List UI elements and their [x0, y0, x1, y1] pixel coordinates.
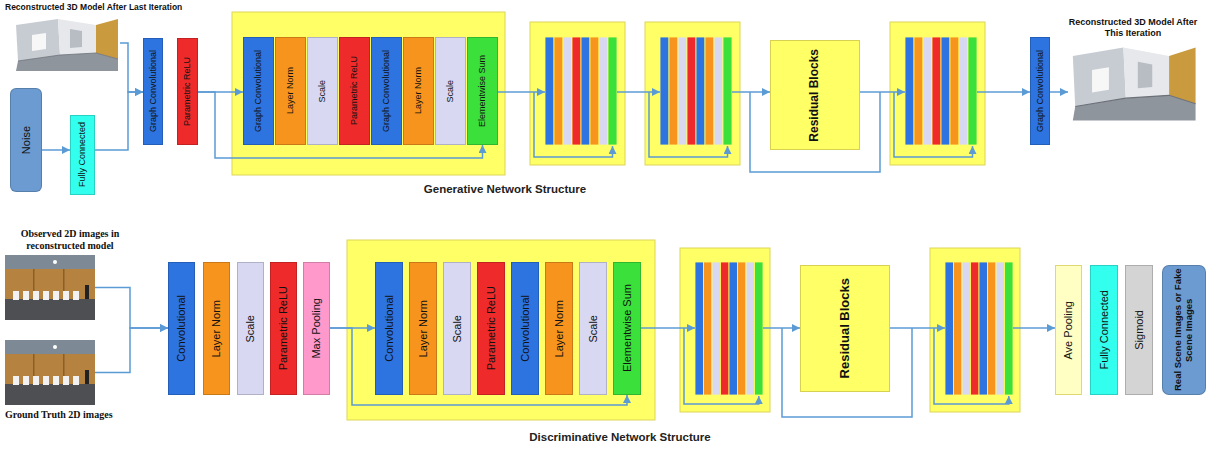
layer-label: Scale: [587, 315, 600, 343]
image-panel: Observed 2D images in reconstructed mode…: [5, 255, 95, 320]
layer-label: Graph Convolutional: [253, 50, 263, 132]
residual-block-frame: [232, 12, 505, 175]
residual-block: [530, 22, 625, 165]
layer-box: Graph Convolutional: [243, 37, 274, 145]
flow-wire: [977, 91, 1030, 93]
section-title: Discriminative Network Structure: [529, 431, 711, 443]
layer-box: Layer Norm: [403, 37, 434, 145]
layer-label: Convolutional: [175, 295, 188, 362]
layer-label: Convolutional: [383, 295, 396, 362]
layer-label: Elementwise Sum: [477, 55, 487, 127]
layer-label: Layer Norm: [285, 67, 295, 114]
layer-box: Scale: [579, 262, 607, 395]
layer-box: Fully Connected: [1090, 265, 1118, 395]
image-caption: Reconstructed 3D Model After Last Iterat…: [5, 3, 182, 13]
flow-arrow: [95, 288, 168, 329]
flow-wire: [1013, 327, 1055, 329]
flow-wire: [641, 327, 695, 329]
layer-label: Parametric ReLU: [485, 286, 498, 370]
residual-block-frame: [347, 240, 655, 420]
flow-wire: [732, 91, 770, 93]
flow-wire: [890, 327, 945, 329]
layer-box: Graph Convolutional: [143, 38, 163, 145]
scene-photo: [5, 340, 95, 405]
layer-box: Elementwise Sum: [467, 37, 498, 145]
layer-label: Layer Norm: [417, 300, 430, 357]
flow-arrow: [42, 149, 70, 151]
layer-box: Max Pooling: [303, 262, 330, 395]
layer-box: Scale: [443, 262, 471, 395]
flow-arrow: [1050, 91, 1068, 93]
layer-box: Parametric ReLU: [270, 262, 297, 395]
model-picture: [1068, 42, 1198, 122]
layer-box: Convolutional: [511, 262, 539, 395]
image-panel: Reconstructed 3D Model After This Iterat…: [1068, 42, 1198, 122]
layer-box: Scale: [307, 37, 338, 145]
layer-label: Layer Norm: [553, 300, 566, 357]
layer-box: Sigmoid: [1125, 265, 1153, 395]
layer-label: Convolutional: [519, 295, 532, 362]
image-caption: Observed 2D images in reconstructed mode…: [5, 228, 135, 251]
layer-label: Layer Norm: [210, 300, 223, 357]
layer-label: Elementwise Sum: [621, 284, 634, 372]
layer-label: Scale: [445, 80, 455, 103]
layer-box: Fully Connected: [70, 115, 95, 195]
scene-photo: [5, 255, 95, 320]
layer-label: Parametric ReLU: [182, 57, 192, 126]
layer-box: Graph Convolutional: [371, 37, 402, 145]
flow-arrow: [95, 92, 143, 150]
layer-label: Parametric ReLU: [349, 56, 359, 125]
layer-label: Fully Connected: [77, 122, 87, 187]
flow-arrow: [95, 328, 168, 373]
flow-wire: [498, 91, 545, 93]
output-box: Real Scene Images or Fake Scene Images: [1162, 265, 1206, 395]
residual-box: Residual Blocks: [800, 265, 890, 392]
layer-box: Layer Norm: [545, 262, 573, 395]
layer-label: Graph Convolutional: [1035, 50, 1045, 132]
layer-box: Elementwise Sum: [613, 262, 641, 395]
layer-label: Scale: [451, 315, 464, 343]
layer-label: Noise: [20, 126, 33, 154]
layer-box: Layer Norm: [275, 37, 306, 145]
layer-label: Graph Convolutional: [148, 50, 158, 132]
layer-label: Parametric ReLU: [277, 286, 290, 370]
model-picture: [12, 15, 120, 72]
image-panel: Reconstructed 3D Model After Last Iterat…: [12, 15, 120, 72]
residual-block: [645, 22, 740, 165]
layer-label: Scale: [317, 80, 327, 103]
layer-box: Parametric ReLU: [339, 37, 370, 145]
image-caption: Reconstructed 3D Model After This Iterat…: [1063, 17, 1203, 38]
layer-label: Layer Norm: [413, 67, 423, 114]
residual-block: [680, 248, 770, 412]
layer-box: Ave Pooling: [1055, 265, 1082, 395]
residual-block: [930, 248, 1020, 412]
image-caption: Ground Truth 2D images: [5, 409, 113, 421]
layer-box: Layer Norm: [409, 262, 437, 395]
layer-box: Convolutional: [375, 262, 403, 395]
layer-label: Fully Connected: [1098, 290, 1111, 370]
flow-arrow: [120, 43, 143, 92]
layer-box: Scale: [237, 262, 264, 395]
image-panel: Ground Truth 2D images: [5, 340, 95, 405]
layer-box: Parametric ReLU: [477, 262, 505, 395]
flow-wire: [860, 91, 905, 93]
input-box: Noise: [10, 88, 42, 192]
layer-box: Layer Norm: [203, 262, 230, 395]
layer-label: Residual Blocks: [808, 49, 822, 142]
residual-block: [890, 22, 985, 165]
layer-label: Graph Convolutional: [381, 50, 391, 132]
layer-label: Max Pooling: [310, 298, 323, 359]
section-title: Generative Network Structure: [424, 183, 586, 195]
residual-box: Residual Blocks: [770, 40, 860, 150]
layer-box: Convolutional: [168, 262, 195, 395]
layer-box: Graph Convolutional: [1030, 37, 1050, 145]
layer-box: Scale: [435, 37, 466, 145]
layer-label: Scale: [244, 315, 257, 343]
layer-label: Sigmoid: [1133, 310, 1146, 350]
layer-label: Real Scene Images or Fake Scene Images: [1173, 268, 1195, 392]
layer-label: Residual Blocks: [838, 278, 853, 378]
flow-wire: [617, 91, 660, 93]
layer-label: Ave Pooling: [1062, 301, 1075, 360]
layer-box: Parametric ReLU: [177, 38, 198, 145]
